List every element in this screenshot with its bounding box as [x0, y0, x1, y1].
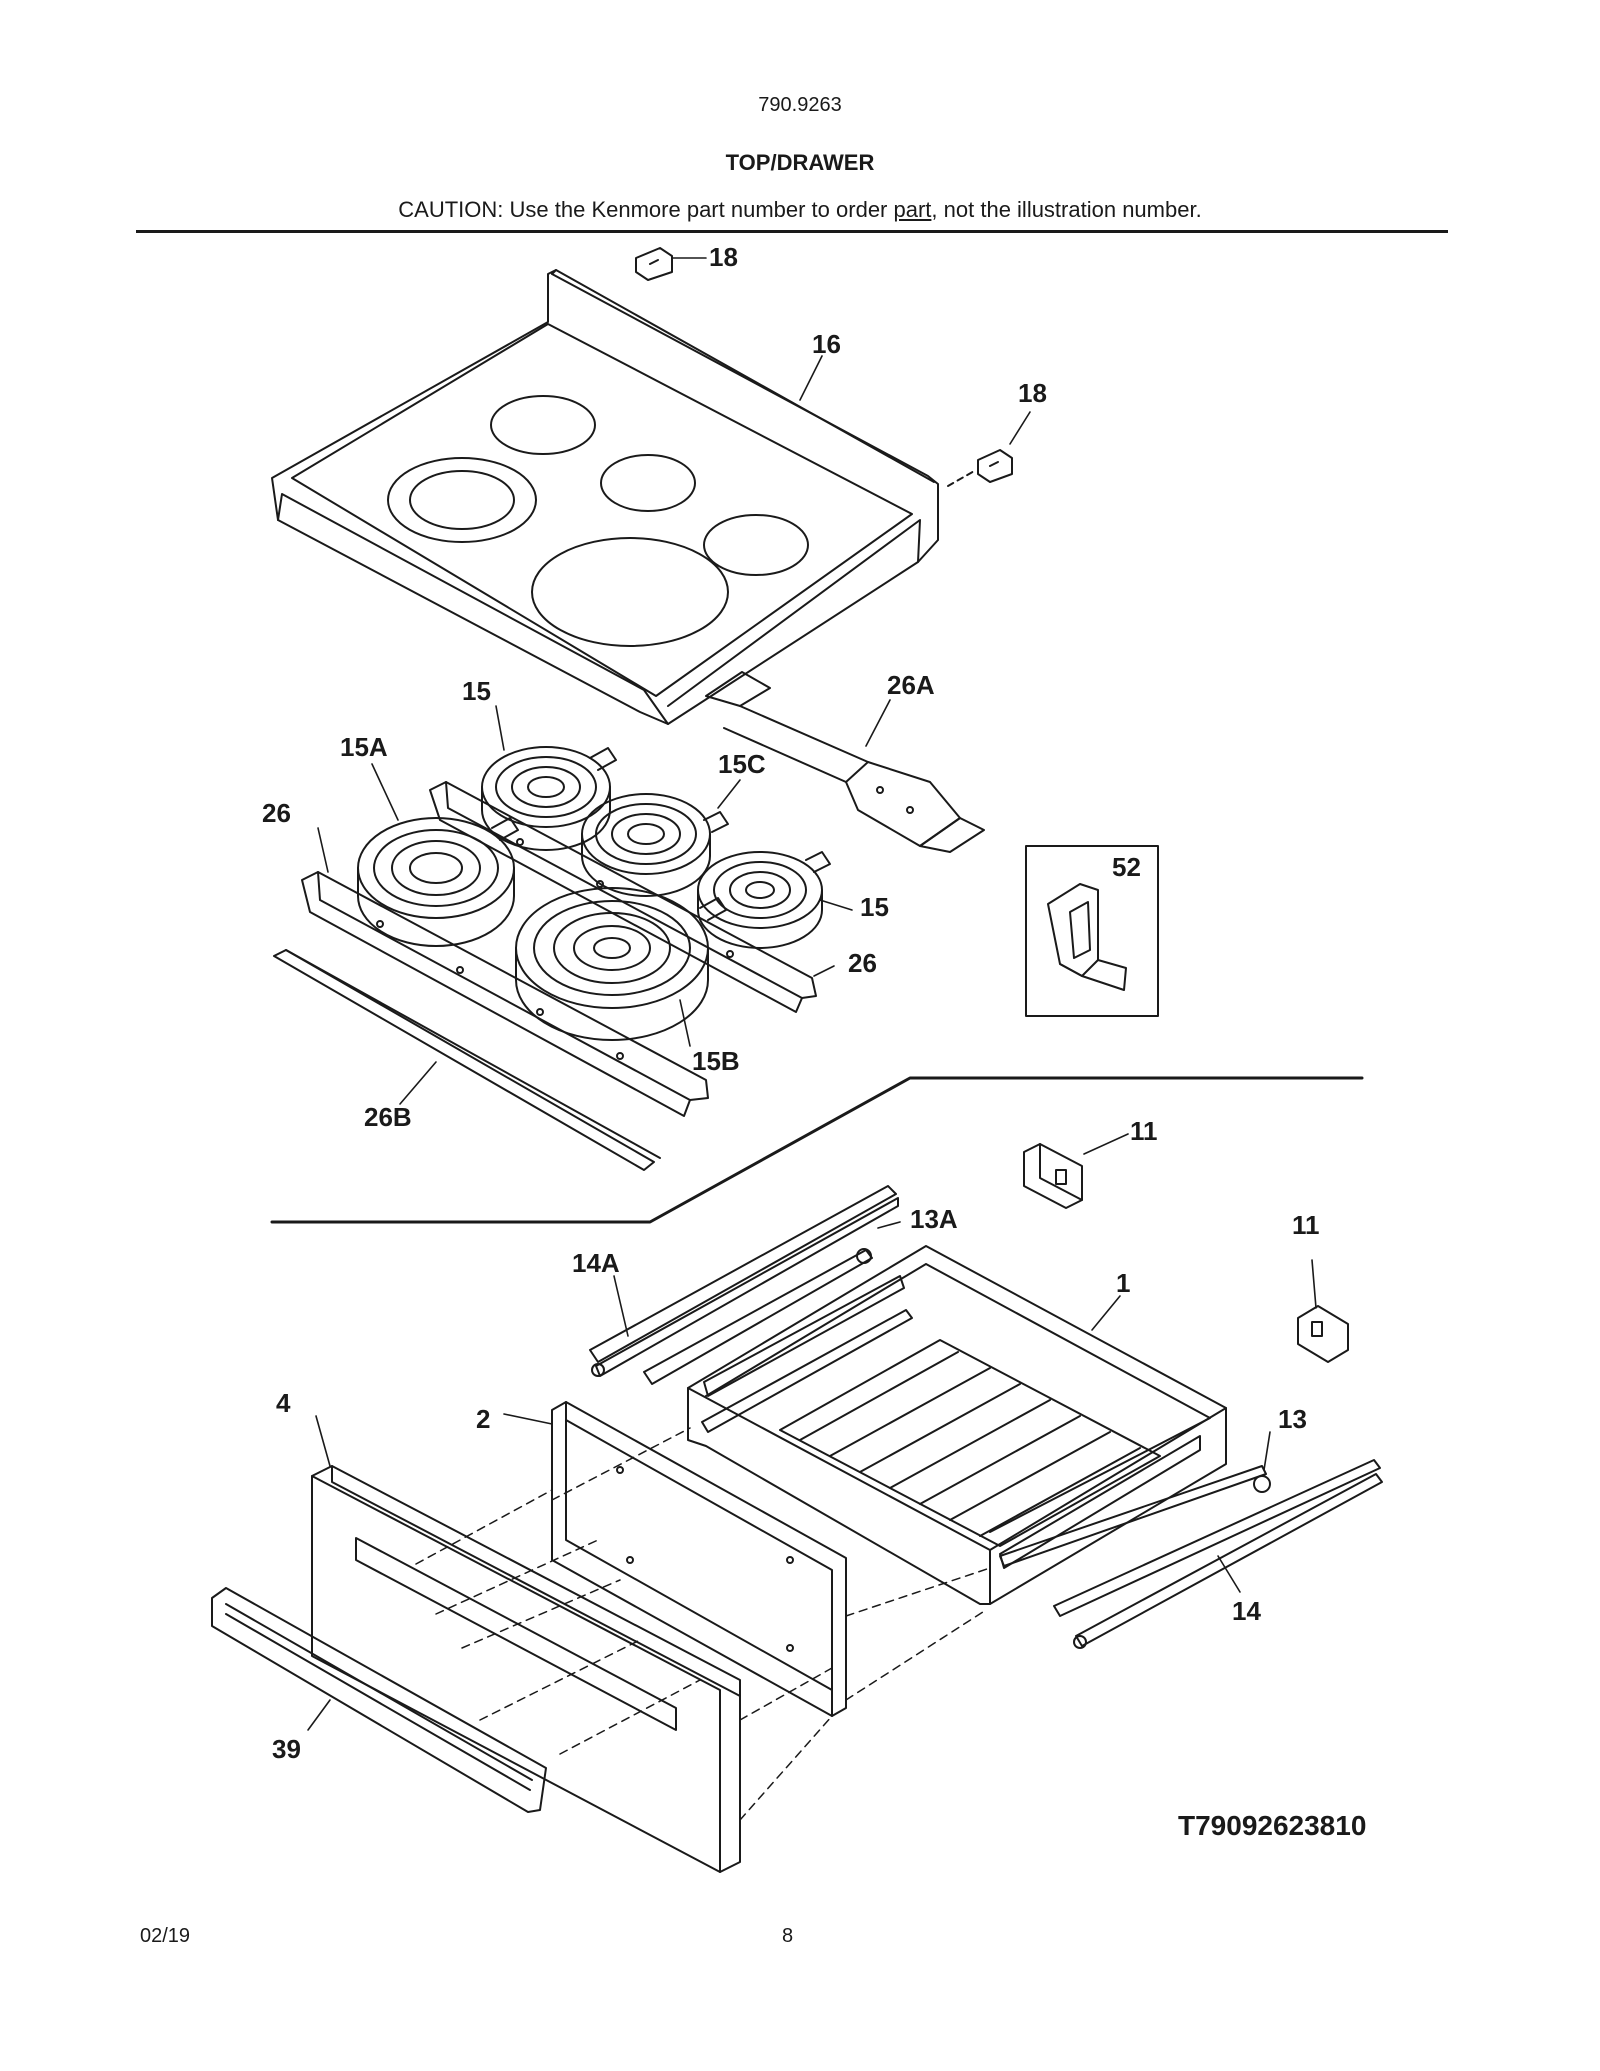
callout-4: 4 — [276, 1388, 291, 1418]
radiant-element-15-top — [481, 746, 617, 851]
radiant-element-15b — [515, 887, 727, 1041]
radiant-element-15c — [581, 793, 729, 897]
callout-11-right: 11 — [1292, 1210, 1320, 1240]
callout-26b: 26B — [364, 1102, 412, 1132]
callout-1: 1 — [1116, 1268, 1130, 1298]
drawer-bracket-11-top — [1023, 1143, 1083, 1209]
radiant-element-15-right — [697, 851, 831, 949]
page-number: 8 — [782, 1925, 794, 1947]
element-support-26-right — [429, 781, 817, 1013]
bracket-18-right — [977, 449, 1013, 483]
drawer-trim-39 — [211, 1587, 547, 1813]
footer-date: 02/19 — [140, 1925, 191, 1947]
callout-26-right: 26 — [848, 948, 877, 978]
callout-14: 14 — [1232, 1596, 1261, 1626]
cooktop-glass-part — [271, 269, 939, 725]
callout-15c: 15C — [718, 749, 766, 779]
drawer-bracket-11-right — [1297, 1305, 1349, 1363]
section-divider — [270, 1076, 1364, 1224]
drawer-front-frame-2 — [551, 1401, 847, 1717]
caution-text: CAUTION: Use the Kenmore part number to … — [398, 197, 894, 222]
front-trim-26b — [273, 949, 661, 1171]
section-title: TOP/DRAWER — [725, 150, 875, 175]
drawer-rail-13a — [643, 1248, 913, 1433]
callout-39: 39 — [272, 1734, 301, 1764]
radiant-element-15a — [357, 817, 519, 947]
element-support-26-left — [301, 871, 709, 1117]
model-number: 790.9263 — [758, 94, 842, 116]
inset-box-52 — [1025, 845, 1159, 1017]
drawer-body-1 — [687, 1245, 1227, 1605]
leader-lines — [307, 257, 1317, 1731]
guide-line — [947, 469, 977, 487]
drawer-slide-14 — [1053, 1459, 1383, 1649]
drawing-code: T79092623810 — [1178, 1810, 1367, 1841]
bracket-18-top — [635, 247, 673, 281]
assembly-guides — [415, 1427, 991, 1821]
callout-15a: 15A — [340, 732, 388, 762]
callout-16: 16 — [812, 329, 841, 359]
caution-note: CAUTION: Use the Kenmore part number to … — [0, 197, 1600, 223]
callout-18-top: 18 — [709, 242, 738, 272]
callout-11-top: 11 — [1130, 1116, 1158, 1146]
drawer-rail-13 — [999, 1465, 1271, 1567]
drawer-slide-14a — [589, 1185, 899, 1377]
callout-13: 13 — [1278, 1404, 1307, 1434]
callout-14a: 14A — [572, 1248, 620, 1278]
callout-18-right: 18 — [1018, 378, 1047, 408]
callout-13a: 13A — [910, 1204, 958, 1234]
callout-26a: 26A — [887, 670, 935, 700]
caution-text-end: , not the illustration number. — [931, 197, 1202, 222]
header-rule — [136, 230, 1448, 233]
callout-15b: 15B — [692, 1046, 740, 1076]
caution-part-word: part — [893, 197, 932, 222]
callout-15-right: 15 — [860, 892, 889, 922]
callout-2: 2 — [476, 1404, 490, 1434]
terminal-block-26a — [705, 671, 985, 853]
drawer-panel-4 — [311, 1465, 741, 1873]
callout-52: 52 — [1112, 852, 1141, 882]
callout-15-top: 15 — [462, 676, 491, 706]
callout-26-left: 26 — [262, 798, 291, 828]
